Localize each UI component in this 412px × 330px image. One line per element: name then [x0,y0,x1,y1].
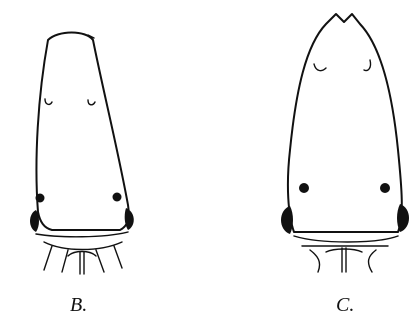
panel-c-lobe-left [281,206,293,234]
panel-b-lobe-left [30,210,39,232]
panel-c-suture-curve [326,249,362,252]
panel-c-lobe-right [397,204,409,232]
panel-c-mark-right [364,60,371,71]
panel-c-mark-left [314,64,326,71]
panel-c-neck [310,250,376,272]
panel-b-mark-left [45,99,52,104]
panel-b-mark-right [88,100,95,105]
panel-c-label: C. [336,294,354,317]
panel-b-label: B. [70,294,87,317]
panel-c-collar [294,236,398,242]
panel-b-collar-lower [44,242,122,250]
panel-b-dot-left [36,194,45,203]
panel-c-head-outline [288,14,402,232]
panel-b-suture-curve [68,252,96,257]
panel-b-dot-right [113,193,122,202]
panel-c-drawing [281,14,409,272]
panel-c-suture [342,248,346,272]
panel-b-collar [36,232,128,237]
panel-c-dot-right [380,183,390,193]
panel-b-drawing [30,33,134,275]
panel-b-suture [80,252,84,274]
panel-b-lobe-right [125,208,134,230]
panel-c-dot-left [299,183,309,193]
